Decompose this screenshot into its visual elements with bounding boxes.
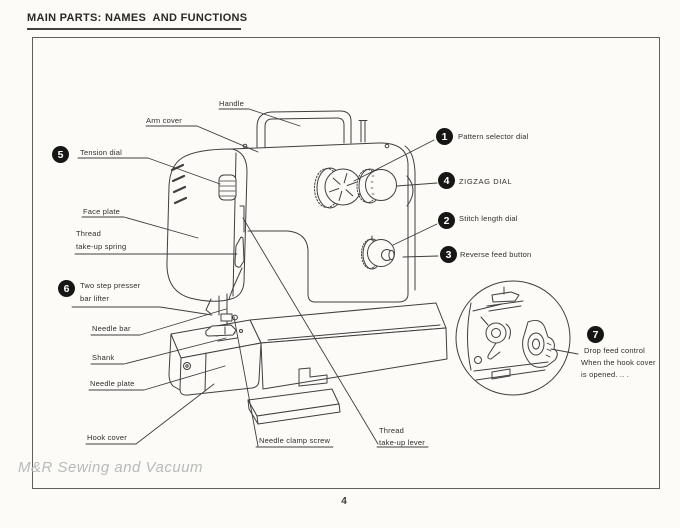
stitch-length-dial-shape [361, 235, 395, 270]
marker-7-drop-feed: 7 [587, 326, 604, 343]
pedestal-foot [247, 388, 341, 425]
label-thread-take-up-lever-line2: take-up lever [379, 438, 425, 447]
label-handle: Handle [219, 99, 244, 108]
label-two-step-line1: Two step presser [80, 281, 141, 290]
label-stitch-length-dial: Stitch length dial [459, 214, 518, 223]
watermark-text: M&R Sewing and Vacuum [18, 459, 204, 476]
label-hook-cover: Hook cover [87, 433, 127, 442]
marker-2-stitch-length: 2 [438, 212, 455, 229]
spool-pin [358, 120, 368, 143]
handle-shape [256, 110, 352, 148]
label-two-step-line2: bar lifter [80, 294, 110, 303]
label-zigzag-dial: ZIGZAG DIAL [459, 177, 513, 186]
thread-take-up-lever-shape [234, 236, 245, 268]
machine-base [249, 302, 448, 390]
label-face-plate: Face plate [83, 207, 121, 216]
tension-dial-shape [218, 174, 237, 201]
label-needle-plate: Needle plate [90, 379, 135, 388]
marker-5-tension: 5 [52, 146, 69, 163]
label-reverse-feed-button: Reverse feed button [460, 250, 532, 259]
pattern-selector-dial-shape [314, 167, 362, 209]
label-drop-feed-line2: When the hook cover [581, 358, 656, 367]
needle-assembly [205, 267, 243, 337]
diagram-frame [32, 37, 660, 489]
marker-4-zigzag: 4 [438, 172, 455, 189]
marker-3-reverse-feed: 3 [440, 246, 457, 263]
page-title: MAIN PARTS: NAMES AND FUNCTIONS [27, 12, 248, 24]
label-two-step-presser-bar-lifter: Two step presser bar lifter [80, 279, 140, 305]
label-needle-clamp-screw: Needle clamp screw [259, 436, 331, 445]
marker-6-two-step: 6 [58, 280, 75, 297]
label-arm-cover: Arm cover [146, 116, 182, 125]
label-thread-take-up-lever: Thread take-up lever [379, 425, 425, 449]
page-number: 4 [341, 496, 347, 507]
title-underline [27, 28, 241, 30]
label-pattern-selector-dial: Pattern selector dial [458, 132, 529, 141]
leader-lines [71, 108, 579, 448]
label-thread-take-up-spring: Thread take-up spring [76, 227, 126, 253]
label-thread-take-up-spring-line2: take-up spring [76, 242, 127, 251]
label-thread-take-up-spring-line1: Thread [76, 229, 101, 238]
machine-body [231, 142, 416, 303]
label-needle-bar: Needle bar [92, 324, 131, 333]
reverse-feed-button-shape [381, 249, 395, 261]
label-thread-take-up-lever-line1: Thread [379, 426, 404, 435]
label-tension-dial: Tension dial [80, 148, 123, 157]
marker-1-pattern-selector: 1 [436, 128, 453, 145]
head-face-plate [166, 148, 248, 302]
zigzag-dial-shape [356, 168, 397, 204]
label-shank: Shank [92, 353, 115, 362]
label-drop-feed-line3: is opened. .. . [581, 370, 630, 379]
label-drop-feed-line1: Drop feed control [584, 346, 645, 355]
drop-feed-detail-circle [455, 280, 571, 396]
label-drop-feed-control: Drop feed control When the hook cover is… [581, 345, 656, 381]
